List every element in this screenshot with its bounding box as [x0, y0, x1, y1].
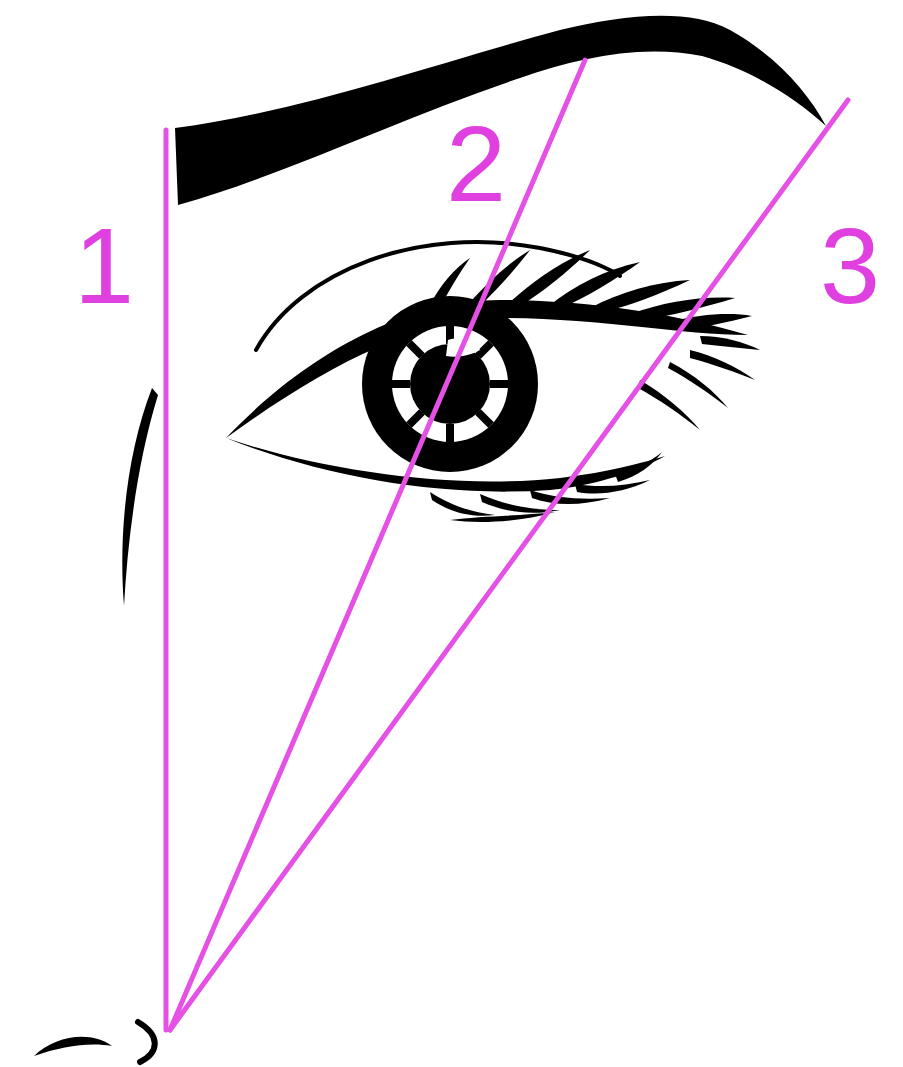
callout-number: 3	[820, 212, 880, 320]
iris-inner	[392, 326, 508, 442]
callout-number: 1	[74, 212, 134, 320]
iris	[362, 296, 538, 472]
upper-lashes	[430, 250, 760, 430]
guide-lines	[166, 60, 848, 1030]
iris-rays	[392, 326, 508, 442]
callout-number: 2	[446, 110, 506, 218]
guide-line	[164, 130, 169, 1030]
nose-tip	[34, 1037, 112, 1056]
guide-line	[170, 100, 848, 1030]
nostril	[138, 1022, 155, 1062]
nose-line	[122, 388, 158, 606]
